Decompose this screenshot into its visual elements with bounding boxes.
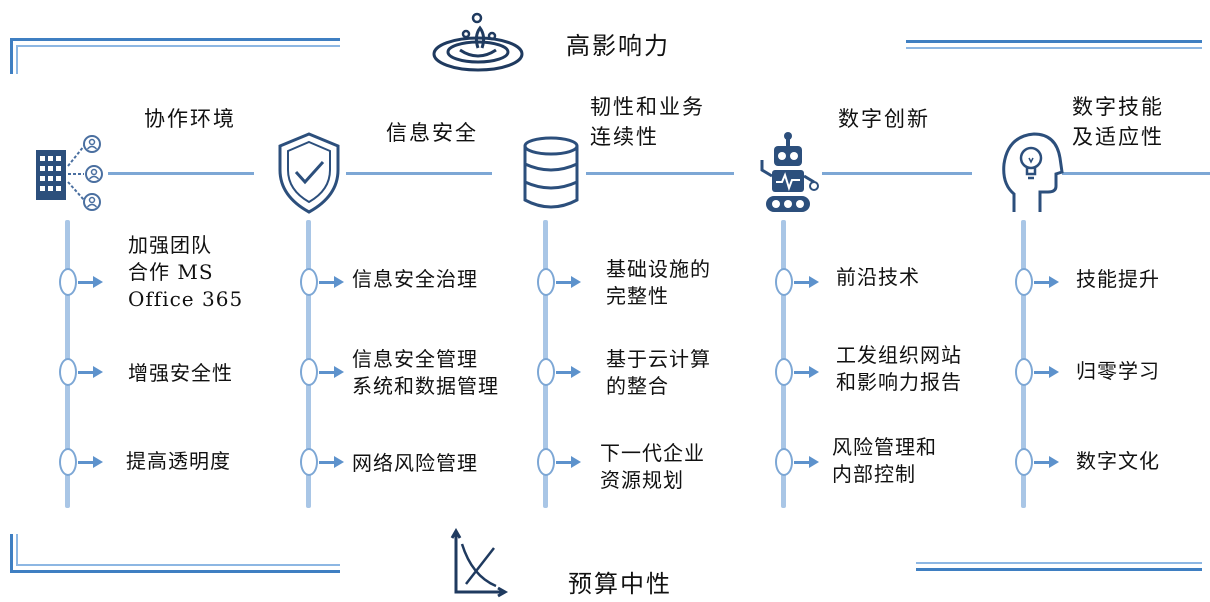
arrow-icon <box>1034 456 1059 468</box>
timeline-node <box>300 268 318 296</box>
timeline-node <box>775 448 793 476</box>
arrow-icon <box>319 276 344 288</box>
bottom-title: 预算中性 <box>568 570 672 598</box>
connector-line-3 <box>586 172 734 175</box>
column-title-resilience: 韧性和业务 连续性 <box>590 95 705 149</box>
arrow-icon <box>1034 366 1059 378</box>
column-title-collaboration: 协作环境 <box>144 107 236 131</box>
list-item: 网络风险管理 <box>352 451 478 475</box>
list-item: 数字文化 <box>1076 449 1160 473</box>
timeline-node <box>300 448 318 476</box>
frame-bottom-left-v1 <box>10 534 13 572</box>
arrow-icon <box>1034 276 1059 288</box>
timeline-node <box>537 358 555 386</box>
timeline-node <box>59 358 77 386</box>
timeline-node <box>1015 268 1033 296</box>
frame-top-left-h2 <box>16 45 340 47</box>
arrow-icon <box>319 366 344 378</box>
frame-top-right-h2 <box>906 47 1202 49</box>
list-item: 增强安全性 <box>128 361 233 385</box>
list-item: 前沿技术 <box>836 265 920 289</box>
declining-chart-icon <box>450 528 509 598</box>
column-title-infosec: 信息安全 <box>386 121 478 145</box>
list-item: 下一代企业 资源规划 <box>600 441 705 492</box>
list-item: 风险管理和 内部控制 <box>832 435 937 486</box>
timeline-node <box>59 268 77 296</box>
top-title: 高影响力 <box>566 32 670 60</box>
list-item: 基于云计算 的整合 <box>606 347 711 398</box>
arrow-icon <box>794 366 819 378</box>
frame-bottom-left-h2 <box>16 564 340 566</box>
frame-top-left-v2 <box>16 45 18 74</box>
arrow-icon <box>78 456 103 468</box>
list-item: 基础设施的 完整性 <box>606 257 711 308</box>
timeline-node <box>537 268 555 296</box>
list-item: 信息安全管理 系统和数据管理 <box>352 347 499 398</box>
timeline-node <box>775 358 793 386</box>
arrow-icon <box>78 366 103 378</box>
water-splash-icon <box>432 12 524 72</box>
connector-line-1 <box>108 172 254 175</box>
list-item: 加强团队 合作 MS Office 365 <box>128 233 244 311</box>
arrow-icon <box>319 456 344 468</box>
timeline-node <box>775 268 793 296</box>
arrow-icon <box>794 276 819 288</box>
frame-bottom-right-h2 <box>916 562 1202 564</box>
frame-top-left-v1 <box>10 38 13 74</box>
head-lightbulb-icon <box>1002 132 1064 212</box>
list-item: 工发组织网站 和影响力报告 <box>836 343 962 394</box>
list-item: 归零学习 <box>1076 359 1160 383</box>
connector-line-5 <box>1062 172 1210 175</box>
list-item: 信息安全治理 <box>352 267 478 291</box>
column-title-digital-innovation: 数字创新 <box>838 107 930 131</box>
list-item: 技能提升 <box>1076 267 1160 291</box>
robot-icon <box>760 132 819 212</box>
timeline-node <box>59 448 77 476</box>
timeline-node <box>537 448 555 476</box>
frame-bottom-right-h1 <box>916 568 1202 571</box>
connector-line-2 <box>346 172 492 175</box>
building-network-icon <box>36 135 103 211</box>
arrow-icon <box>556 456 581 468</box>
shield-check-icon <box>278 132 340 214</box>
connector-line-4 <box>822 172 972 175</box>
arrow-icon <box>556 366 581 378</box>
timeline-node <box>1015 448 1033 476</box>
timeline-node <box>1015 358 1033 386</box>
frame-top-right-h1 <box>906 40 1202 43</box>
list-item: 提高透明度 <box>126 449 231 473</box>
arrow-icon <box>78 276 103 288</box>
timeline-node <box>300 358 318 386</box>
arrow-icon <box>556 276 581 288</box>
column-title-digital-skills: 数字技能 及适应性 <box>1072 95 1164 149</box>
arrow-icon <box>794 456 819 468</box>
frame-bottom-left-v2 <box>16 534 18 566</box>
frame-top-left-h1 <box>10 38 340 41</box>
frame-bottom-left-h1 <box>10 570 340 573</box>
database-icon <box>523 136 579 209</box>
